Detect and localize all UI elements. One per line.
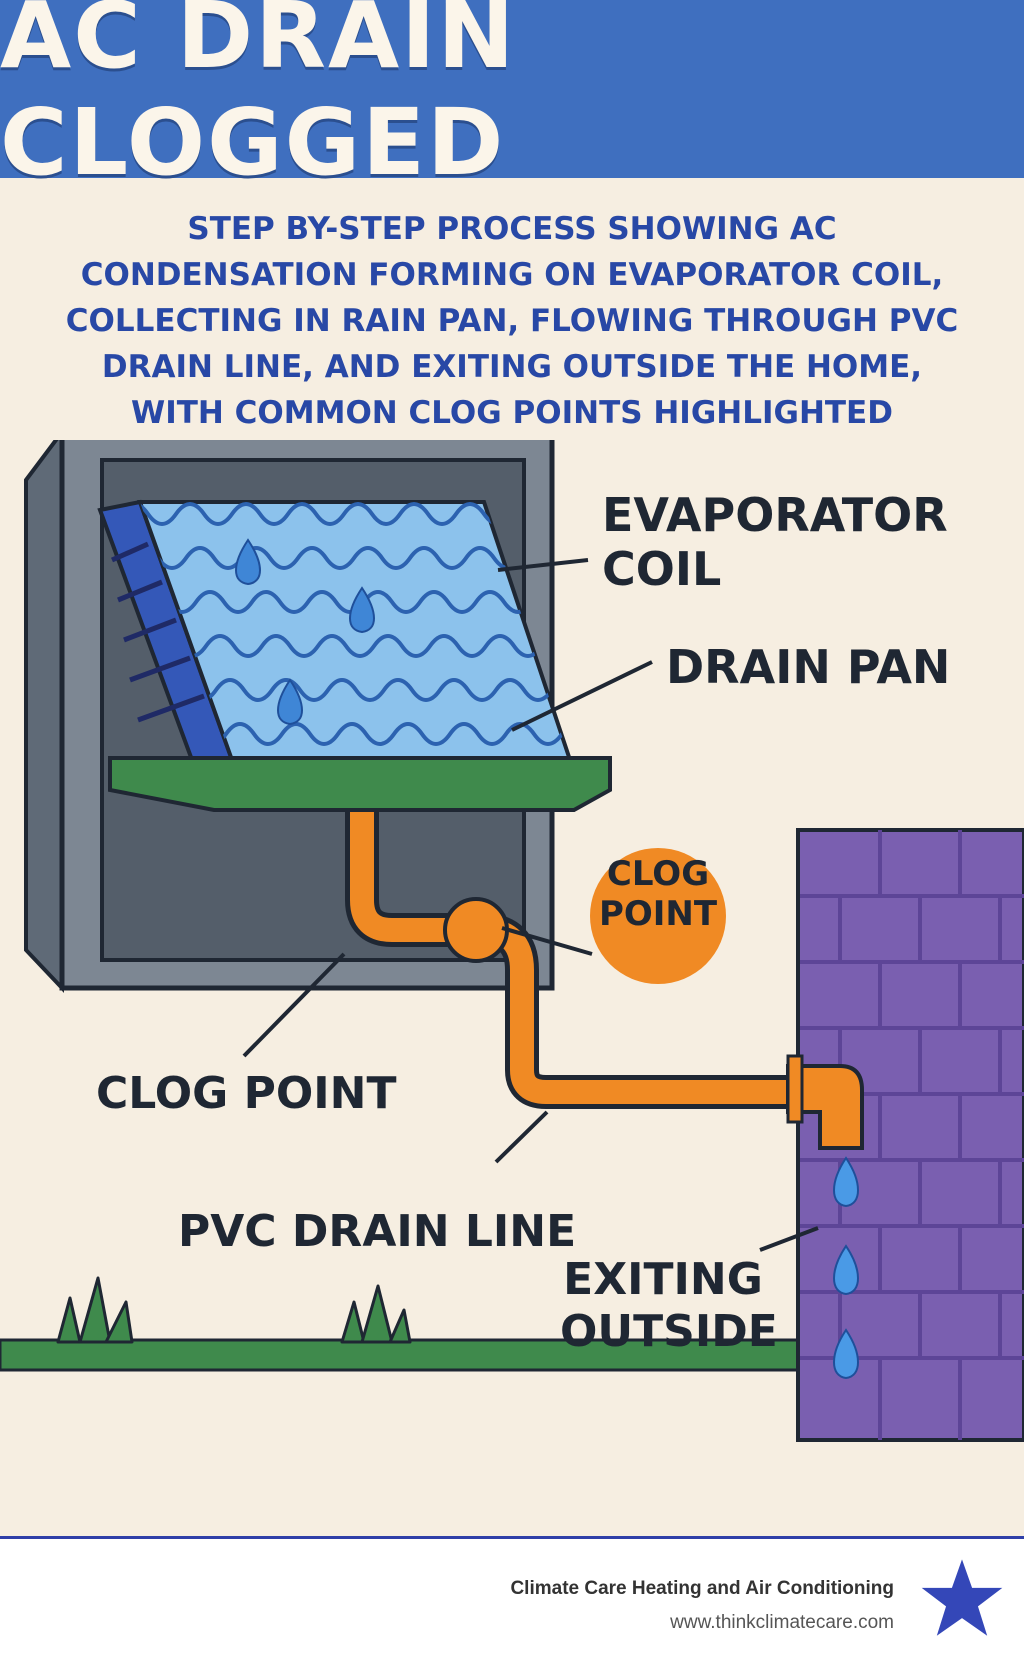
clog-badge-line2: POINT	[598, 894, 718, 934]
star-icon	[921, 1559, 1003, 1636]
subtitle: STEP BY-STEP PROCESS SHOWING AC CONDENSA…	[65, 211, 959, 431]
page-title: AC DRAIN CLOGGED	[0, 0, 517, 196]
footer-rule	[0, 1536, 1024, 1539]
label-clog-point: CLOG POINT	[96, 1068, 397, 1119]
leader-lines	[242, 558, 819, 1252]
exiting-line1: EXITING	[563, 1254, 763, 1305]
exiting-line2: OUTSIDE	[560, 1306, 778, 1357]
website-link[interactable]: www.thinkclimatecare.com	[670, 1612, 894, 1633]
label-evaporator-coil: EVAPORATOR COIL	[602, 488, 948, 596]
label-drain-pan: DRAIN PAN	[666, 640, 951, 694]
pipe-elbow-outlet	[786, 1064, 864, 1150]
footer	[0, 1536, 1024, 1666]
company-name: Climate Care Heating and Air Conditionin…	[510, 1578, 894, 1599]
label-exiting-outside: EXITING OUTSIDE	[560, 1254, 778, 1358]
grass-icon	[56, 1276, 412, 1344]
drain-pan-shape	[108, 756, 612, 812]
drain-diagram: EVAPORATOR COIL DRAIN PAN CLOG POINT CLO…	[0, 426, 1024, 1450]
clog-joint	[443, 897, 509, 963]
label-pvc-drain-line: PVC DRAIN LINE	[178, 1206, 577, 1257]
water-drop-icon	[833, 1156, 859, 1380]
brick-wall	[796, 828, 1024, 1442]
diagram-illustration	[0, 426, 1024, 1442]
clog-badge-label: CLOG POINT	[590, 854, 726, 934]
evaporator-coil	[137, 500, 573, 762]
clog-badge-line1: CLOG	[606, 854, 710, 894]
water-drop-icon	[235, 538, 375, 726]
pvc-pipe	[345, 812, 864, 1150]
clog-point-badge	[590, 848, 726, 984]
header-banner: AC DRAIN CLOGGED	[0, 0, 1024, 196]
